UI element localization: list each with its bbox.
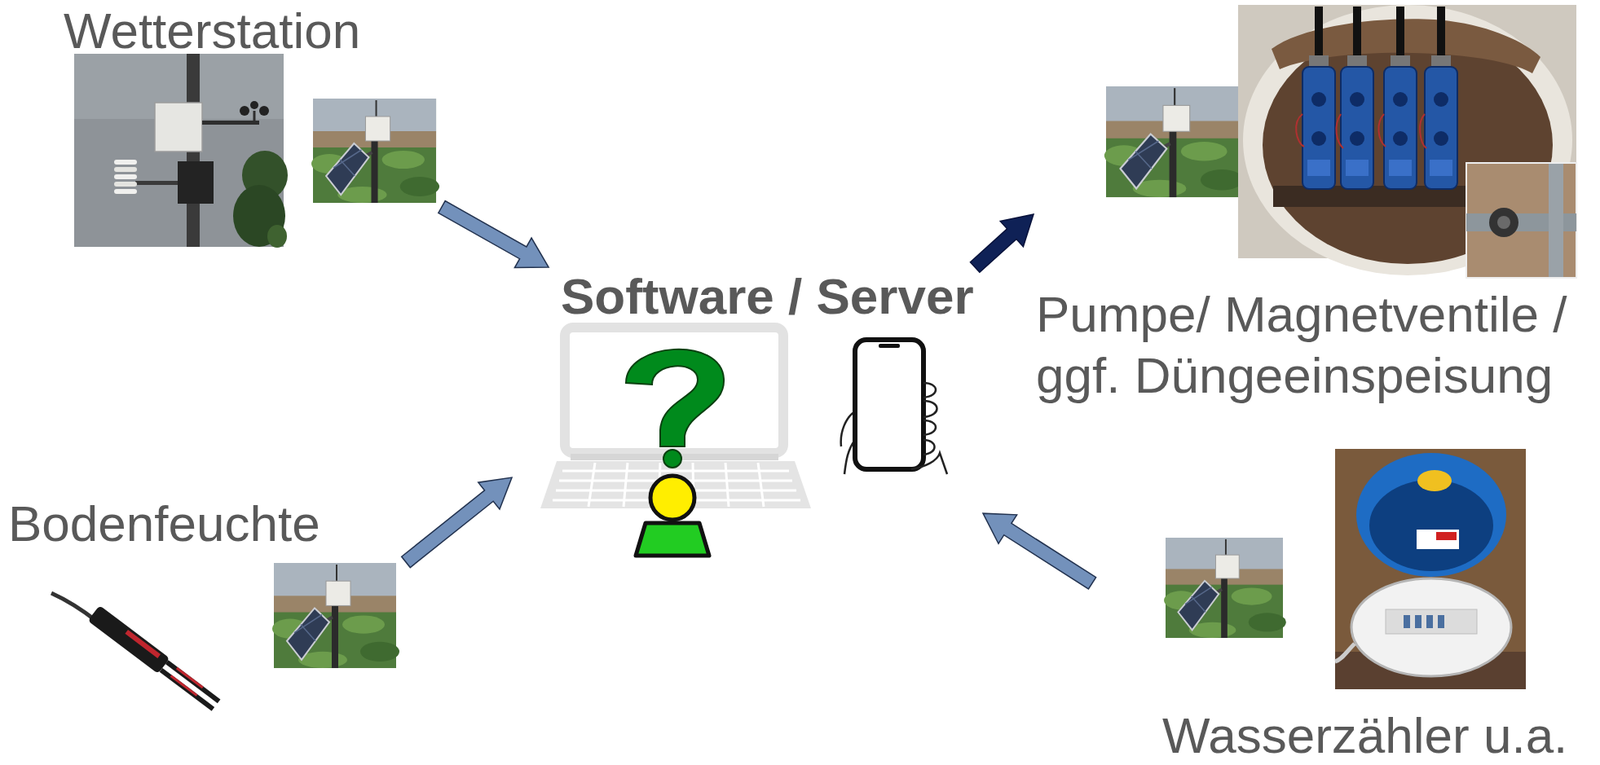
water-meter-photo — [1426, 615, 1433, 629]
soil-moisture-sensor — [51, 593, 222, 714]
valve-shaft-photo — [1307, 159, 1331, 177]
valve-shaft-photo — [1353, 6, 1362, 64]
smartphone-icon — [923, 383, 938, 455]
sensor-station: Bodenfeuchte — [6, 493, 406, 726]
user-icon — [635, 523, 710, 556]
valve-shaft-photo — [1436, 6, 1446, 64]
valve-shaft-photo — [1314, 6, 1323, 64]
block-arrow — [969, 214, 1034, 273]
water-meter-photo — [1351, 578, 1512, 677]
node-label: Bodenfeuchte — [8, 498, 321, 550]
water-meter-photo — [1335, 643, 1355, 662]
smartphone-icon — [911, 453, 948, 475]
soil-moisture-sensor — [88, 605, 223, 714]
valve-shaft-photo — [1238, 4, 1577, 278]
weather-station-photo — [267, 224, 287, 248]
block-arrow — [982, 513, 1097, 590]
user-icon — [650, 476, 695, 521]
water-meter-photo — [1414, 615, 1422, 629]
smartphone-icon — [841, 339, 948, 475]
valve-shaft-photo — [1388, 159, 1412, 177]
valve-shaft-photo — [1548, 163, 1564, 278]
valve-shaft-photo — [1392, 92, 1408, 107]
question-mark-icon — [663, 449, 682, 468]
valve-shaft-photo — [1433, 131, 1449, 146]
weather-station-photo — [154, 102, 203, 152]
node-label: Wetterstation — [63, 5, 361, 57]
node-label: Wasserzähler u.a. — [1162, 710, 1568, 762]
water-meter-photo — [1335, 449, 1526, 690]
water-meter-photo — [1416, 529, 1459, 550]
user-icon — [635, 476, 710, 556]
weather-station-photo — [114, 174, 137, 180]
valve-shaft-photo — [1340, 66, 1374, 190]
node-label: Software / Server — [560, 271, 975, 322]
valve-shaft-photo — [1424, 66, 1458, 190]
valve-shaft-photo — [1466, 163, 1577, 278]
smartphone-icon — [855, 339, 924, 470]
weather-station-photo — [114, 167, 137, 172]
weather-station-photo — [114, 189, 137, 194]
meter-station: Wasserzähler u.a. — [1092, 447, 1582, 764]
server-hub: Software / Server — [511, 267, 983, 560]
weather-station-photo — [259, 105, 269, 116]
valve-shaft-photo — [1497, 215, 1511, 230]
weather-station-photo — [202, 120, 260, 125]
soil-moisture-sensor — [176, 667, 204, 689]
valve-shaft-photo — [1433, 92, 1449, 107]
block-arrow — [438, 201, 549, 269]
weather-station-photo — [250, 101, 259, 110]
weather-station-photo — [114, 181, 137, 187]
soil-moisture-sensor — [124, 630, 161, 659]
valve-shaft-photo — [1392, 131, 1408, 146]
weather-station-photo — [74, 53, 288, 248]
water-meter-photo — [1437, 615, 1445, 629]
question-mark-icon — [625, 349, 724, 468]
laptop-icon — [564, 327, 784, 454]
water-meter-photo — [1403, 615, 1411, 629]
valve-shaft-photo — [1271, 18, 1541, 74]
question-mark-icon — [625, 349, 724, 447]
smartphone-icon — [878, 343, 900, 349]
logger-photo — [1104, 86, 1244, 198]
block-arrow — [401, 477, 512, 568]
sensor-station: Wetterstation — [61, 2, 442, 249]
soil-moisture-sensor — [170, 674, 199, 697]
weather-station-photo — [177, 161, 214, 204]
valve-shaft-photo — [1396, 6, 1405, 64]
water-meter-photo — [1369, 480, 1494, 572]
weather-station-photo — [114, 159, 137, 165]
soil-moisture-sensor — [51, 593, 97, 622]
water-meter-photo — [1356, 453, 1507, 578]
logger-photo — [272, 563, 400, 669]
valve-shaft-photo — [1384, 66, 1417, 190]
valve-shaft-photo — [1429, 159, 1453, 177]
valve-shaft-photo — [1489, 207, 1519, 238]
weather-station-photo — [253, 110, 256, 123]
water-meter-photo — [1436, 532, 1457, 541]
valve-shaft-photo — [1349, 92, 1365, 107]
weather-station-photo — [239, 105, 250, 116]
water-meter-photo — [1385, 609, 1477, 635]
water-meter-photo — [1417, 470, 1452, 492]
valve-shaft-photo — [1349, 131, 1365, 146]
node-label: Pumpe/ Magnetventile / ggf. Düngeeinspei… — [1035, 283, 1576, 406]
valve-shaft-photo — [1345, 159, 1369, 177]
logger-photo — [1163, 537, 1287, 639]
valve-shaft-photo — [1295, 114, 1427, 149]
water-meter-photo — [1335, 449, 1526, 690]
logger-photo — [311, 98, 440, 203]
valve-shaft-photo — [1302, 66, 1336, 190]
soil-moisture-sensor — [88, 605, 171, 675]
valve-shaft-photo — [1311, 92, 1327, 107]
actuator-station: Pumpe/ Magnetventile / ggf. Düngeeinspei… — [1033, 3, 1583, 411]
valve-shaft-photo — [1311, 131, 1327, 146]
